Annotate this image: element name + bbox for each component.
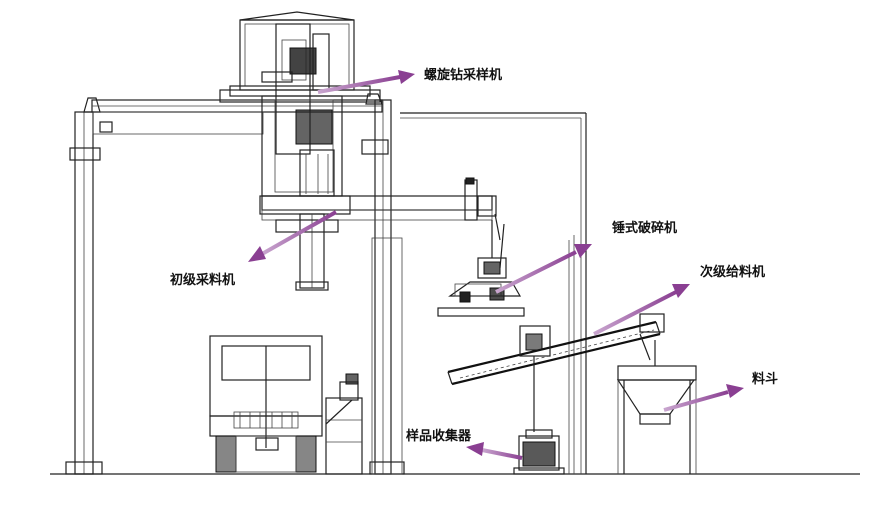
arrow-sample-collector — [466, 442, 523, 460]
truck — [209, 335, 323, 473]
spiral-drill-sampler — [229, 11, 371, 291]
label-sample-collector: 样品收集器 — [406, 428, 472, 444]
gantry-beam — [91, 89, 383, 135]
hammer-crusher — [437, 220, 525, 317]
hopper — [616, 340, 697, 474]
arrow-secondary-feeder — [593, 284, 690, 336]
label-spiral-drill-sampler: 螺旋钻采样机 — [424, 67, 502, 83]
pointer-arrows — [248, 70, 744, 460]
right-gantry-column — [361, 93, 405, 475]
label-secondary-feeder: 次级给料机 — [700, 264, 765, 280]
label-hammer-crusher: 锤式破碎机 — [611, 220, 677, 236]
label-hopper: 料斗 — [752, 371, 778, 387]
secondary-feeder — [447, 313, 665, 432]
operator-platform — [325, 373, 363, 475]
arrow-hammer-crusher — [495, 244, 592, 294]
sample-collector — [513, 429, 565, 475]
left-gantry-column — [65, 97, 103, 475]
primary-feeder — [261, 177, 501, 241]
label-primary-feeder: 初级采料机 — [170, 272, 235, 288]
arrow-hopper — [663, 384, 744, 412]
arrow-spiral-drill-sampler — [317, 70, 415, 94]
arrow-primary-feeder — [248, 210, 337, 262]
